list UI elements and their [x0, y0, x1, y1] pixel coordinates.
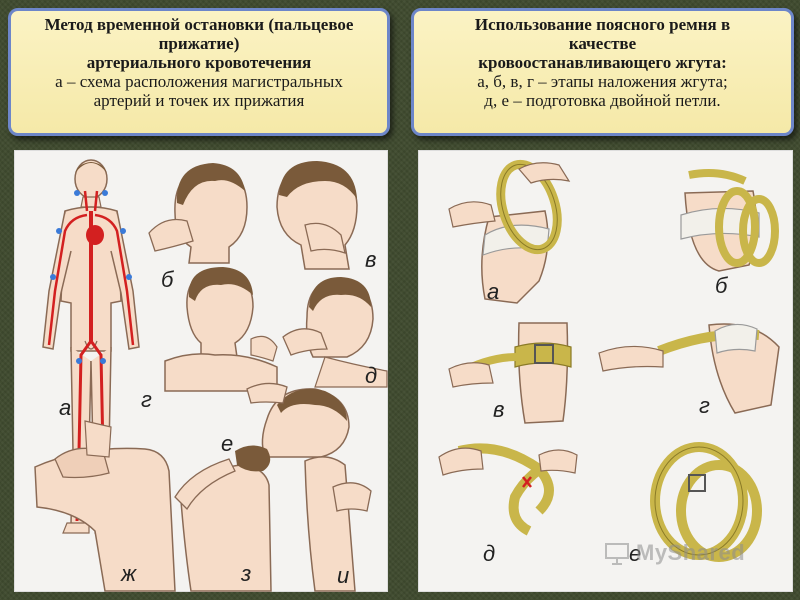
belt-label-d: д — [483, 541, 496, 566]
belt-label-b: б — [715, 273, 728, 298]
right-title-line-3: кровоостанавливающего жгута: — [478, 53, 727, 72]
belt-label-g: г — [699, 393, 710, 418]
left-title-line-4: а – схема расположения магистральных — [55, 72, 343, 91]
fig-label-a: а — [59, 395, 72, 420]
belt-stage-e — [438, 443, 578, 536]
fig-label-z: з — [241, 561, 252, 586]
right-title-box: Использование поясного ремня в качестве … — [411, 8, 794, 136]
belt-stage-b — [680, 169, 779, 272]
fig-label-d: д — [365, 363, 378, 388]
watermark: MyShared — [604, 536, 745, 570]
fig-label-v: в — [365, 247, 377, 272]
fig-label-g: г — [141, 387, 152, 412]
belt-label-a: а — [487, 279, 500, 304]
right-title-line-1: Использование поясного ремня в — [474, 15, 731, 34]
belt-stage-d — [598, 323, 780, 414]
right-title-line-5: д, е – подготовка двойной петли. — [484, 91, 721, 110]
projector-icon — [605, 543, 629, 565]
left-title-box: Метод временной остановки (пальцевое при… — [8, 8, 390, 136]
head-temporal-press — [148, 163, 248, 264]
axillary-press — [174, 445, 272, 592]
belt-label-e: е — [629, 541, 642, 566]
right-title-line-2: качестве — [568, 34, 637, 53]
watermark-text: MyShared — [636, 540, 746, 565]
shoulder-press — [34, 420, 176, 592]
pressure-points-illustration — [34, 159, 388, 592]
belt-stage-f — [650, 442, 762, 562]
neck-tilted-press — [246, 382, 350, 458]
fig-label-zh: ж — [121, 561, 137, 586]
brachial-press — [304, 456, 372, 592]
belt-tourniquet-illustration — [438, 159, 780, 562]
belt-stage-a — [448, 159, 571, 304]
fig-label-i: и — [337, 563, 350, 588]
fig-label-e: е — [221, 431, 234, 456]
belt-label-v: в — [493, 397, 505, 422]
head-carotid-press — [276, 161, 358, 270]
facial-artery-press — [282, 277, 388, 388]
belt-stage-c — [448, 322, 572, 424]
left-title-line-3: артериального кровотечения — [86, 53, 312, 72]
left-title-line-5: артерий и точек их прижатия — [93, 91, 305, 110]
left-title-line-2: прижатие) — [158, 34, 240, 53]
belt-tourniquet-panel: а б в г д е — [418, 150, 793, 592]
subclavian-press — [164, 267, 278, 392]
pressure-points-panel: а б в г д е ж з и — [14, 150, 388, 592]
fig-label-b: б — [161, 267, 174, 292]
left-title-line-1: Метод временной остановки (пальцевое — [44, 15, 354, 34]
right-title-line-4: а, б, в, г – этапы наложения жгута; — [477, 72, 728, 91]
